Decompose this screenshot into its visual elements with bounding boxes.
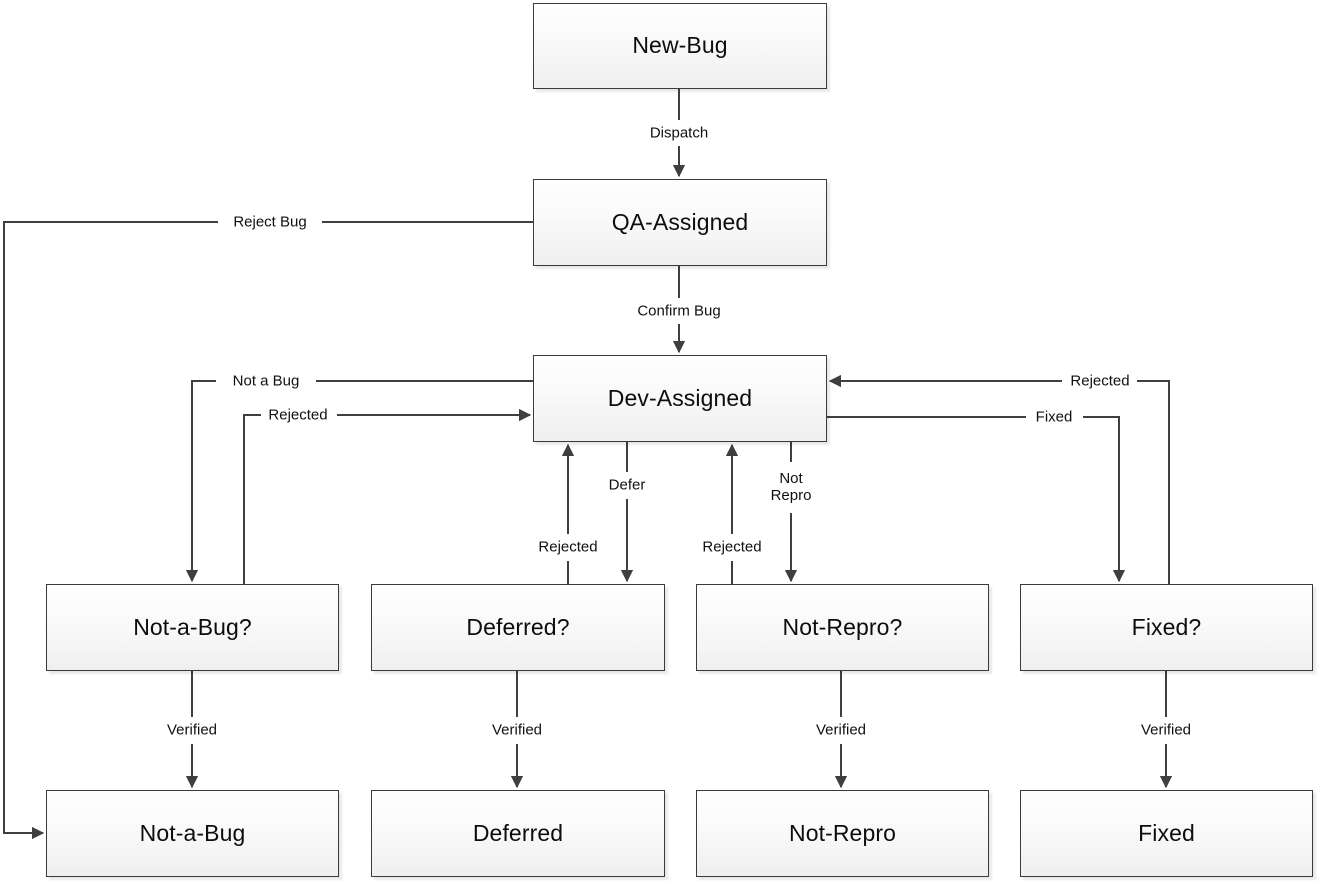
edge-label-not-a-bug: Not a Bug (228, 372, 304, 390)
edge-label-rejected-not-a-bug: Rejected (264, 406, 332, 424)
node-not-a-bug-question[interactable]: Not-a-Bug? (46, 584, 339, 671)
edge-label-fixed: Fixed (1031, 408, 1077, 426)
edge-label-verified-deferred: Verified (487, 721, 547, 739)
node-label-fixed: Fixed (1138, 819, 1195, 846)
node-label-not-a-bug-question: Not-a-Bug? (133, 613, 252, 640)
edge-label-rejected-not-repro: Rejected (698, 538, 766, 556)
node-label-not-repro-question: Not-Repro? (782, 613, 903, 640)
edge-fixed-down (1083, 416, 1126, 583)
edge-label-dispatch: Dispatch (645, 124, 713, 142)
node-label-qa-assigned: QA-Assigned (611, 208, 749, 235)
node-label-fixed-question: Fixed? (1131, 613, 1202, 640)
edge-reject-bug-left (3, 221, 218, 840)
edge-label-verified-not-a-bug: Verified (162, 721, 222, 739)
node-label-deferred-question: Deferred? (466, 613, 570, 640)
node-label-not-repro: Not-Repro (789, 819, 896, 846)
node-not-a-bug[interactable]: Not-a-Bug (46, 790, 339, 877)
node-fixed[interactable]: Fixed (1020, 790, 1313, 877)
node-label-new-bug: New-Bug (632, 32, 728, 59)
edge-label-reject-bug: Reject Bug (229, 213, 311, 231)
node-deferred[interactable]: Deferred (371, 790, 665, 877)
node-label-dev-assigned: Dev-Assigned (607, 384, 753, 411)
edge-rejected-nab-up (243, 414, 261, 584)
edge-label-rejected-deferred: Rejected (534, 538, 602, 556)
node-deferred-question[interactable]: Deferred? (371, 584, 665, 671)
edge-label-verified-fixed: Verified (1136, 721, 1196, 739)
edge-label-defer: Defer (604, 476, 650, 494)
edge-not-a-bug-down (185, 380, 216, 583)
node-label-deferred: Deferred (472, 819, 564, 846)
node-fixed-question[interactable]: Fixed? (1020, 584, 1313, 671)
edge-rejected-fix-up (1137, 380, 1170, 584)
node-qa-assigned[interactable]: QA-Assigned (533, 179, 827, 266)
edge-label-rejected-fixed: Rejected (1066, 372, 1134, 390)
node-dev-assigned[interactable]: Dev-Assigned (533, 355, 827, 442)
edge-label-confirm-bug: Confirm Bug (633, 302, 725, 320)
node-not-repro[interactable]: Not-Repro (696, 790, 989, 877)
node-not-repro-question[interactable]: Not-Repro? (696, 584, 989, 671)
node-label-not-a-bug: Not-a-Bug (139, 819, 246, 846)
edge-label-not-repro: Not Repro (758, 469, 824, 505)
node-new-bug[interactable]: New-Bug (533, 3, 827, 89)
edge-label-verified-not-repro: Verified (811, 721, 871, 739)
